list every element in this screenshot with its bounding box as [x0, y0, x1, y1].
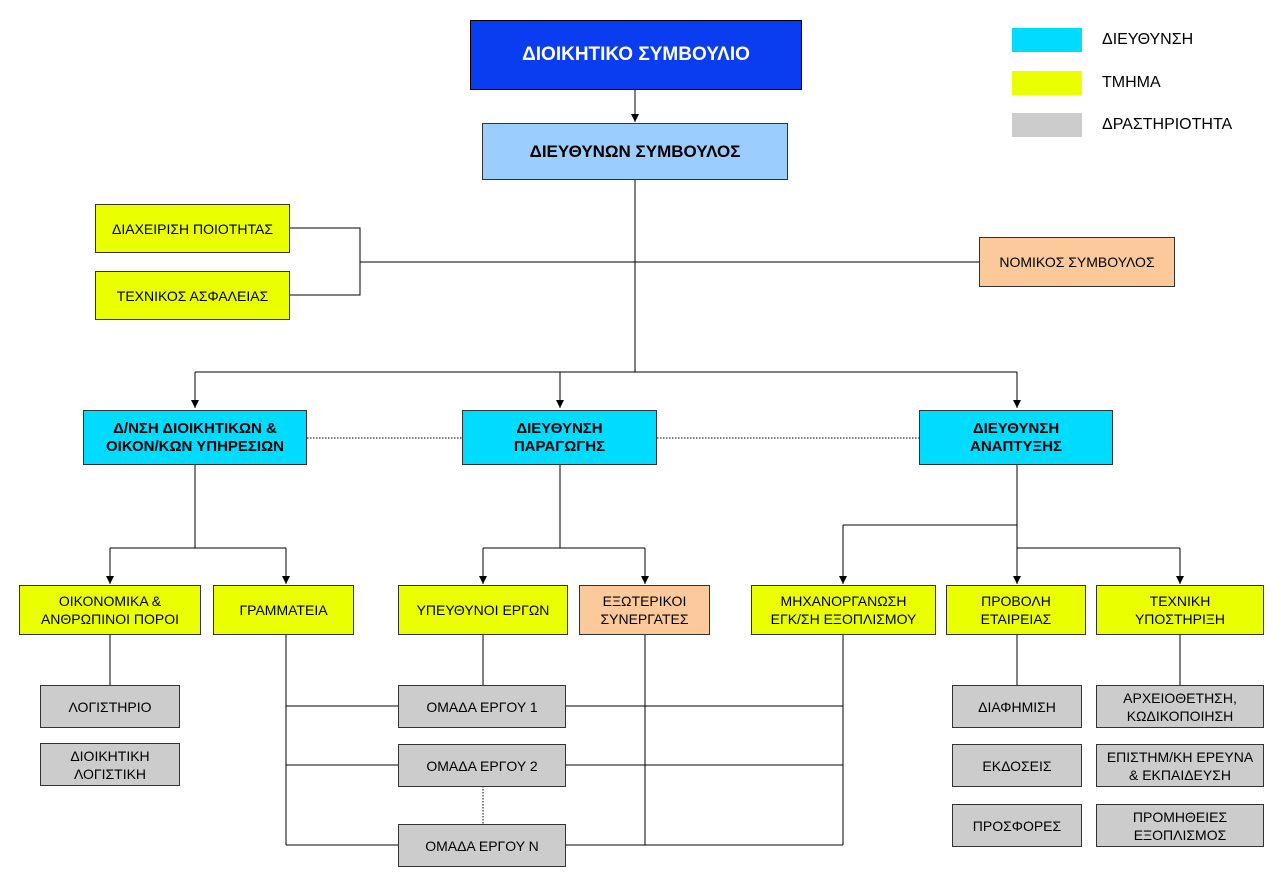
node-research: ΕΠΙΣΤΗΜ/ΚΗ ΕΡΕΥΝΑ & ΕΚΠΑΙΔΕΥΣΗ — [1096, 744, 1264, 787]
node-mechanization: ΜΗΧΑΝΟΡΓΑΝΩΣΗ ΕΓΚ/ΣΗ ΕΞΟΠΛΙΣΜΟΥ — [751, 585, 936, 635]
node-secretariat: ΓΡΑΜΜΑΤΕΙΑ — [213, 585, 354, 635]
node-team-1: ΟΜΑΔΑ ΕΡΓΟΥ 1 — [398, 685, 566, 728]
legend-label-department: ΤΜΗΜΑ — [1102, 74, 1161, 91]
legend-label-activity: ΔΡΑΣΤΗΡΙΟΤΗΤΑ — [1102, 116, 1233, 133]
legend-swatch-department — [1012, 71, 1082, 95]
node-finance: ΟΙΚΟΝΟΜΙΚΑ & ΑΝΘΡΩΠΙΝΟΙ ΠΟΡΟΙ — [19, 585, 201, 635]
node-admin-accounting: ΔΙΟΙΚΗΤΙΚΗ ΛΟΓΙΣΤΙΚΗ — [40, 743, 180, 786]
node-external-partners: ΕΞΩΤΕΡΙΚΟΙ ΣΥΝΕΡΓΑΤΕΣ — [579, 585, 710, 635]
node-project-leads: ΥΠΕΥΘΥΝΟΙ ΕΡΓΩΝ — [398, 585, 568, 635]
node-accounting: ΛΟΓΙΣΤΗΡΙΟ — [40, 685, 180, 728]
node-procurement: ΠΡΟΜΗΘΕΙΕΣ ΕΞΟΠΛΙΣΜΟΣ — [1096, 804, 1264, 847]
node-board: ΔΙΟΙΚΗΤΙΚΟ ΣΥΜΒΟΥΛΙΟ — [470, 20, 802, 90]
legend-swatch-direction — [1012, 28, 1082, 52]
node-ceo: ΔΙΕΥΘΥΝΩΝ ΣΥΜΒΟΥΛΟΣ — [482, 123, 788, 180]
node-dir-development: ΔΙΕΥΘΥΝΣΗ ΑΝΑΠΤΥΞΗΣ — [919, 410, 1113, 465]
node-offers: ΠΡΟΣΦΟΡΕΣ — [952, 804, 1082, 847]
node-safety: ΤΕΧΝΙΚΟΣ ΑΣΦΑΛΕΙΑΣ — [95, 271, 290, 320]
node-publications: ΕΚΔΟΣΕΙΣ — [952, 744, 1082, 787]
node-tech-support: ΤΕΧΝΙΚΗ ΥΠΟΣΤΗΡΙΞΗ — [1096, 585, 1264, 635]
legend-swatch-activity — [1012, 113, 1082, 137]
node-quality: ΔΙΑΧΕΙΡΙΣΗ ΠΟΙΟΤΗΤΑΣ — [95, 204, 290, 253]
node-legal: ΝΟΜΙΚΟΣ ΣΥΜΒΟΥΛΟΣ — [979, 237, 1175, 287]
link-quality-safety — [290, 227, 361, 296]
node-dir-admin: Δ/ΝΣΗ ΔΙΟΙΚΗΤΙΚΩΝ & ΟΙΚΟΝ/ΚΩΝ ΥΠΗΡΕΣΙΩΝ — [83, 410, 307, 465]
node-advertising: ΔΙΑΦΗΜΙΣΗ — [952, 685, 1082, 728]
node-team-2: ΟΜΑΔΑ ΕΡΓΟΥ 2 — [398, 744, 566, 787]
node-promotion: ΠΡΟΒΟΛΗ ΕΤΑΙΡΕΙΑΣ — [946, 585, 1086, 635]
node-archiving: ΑΡΧΕΙΟΘΕΤΗΣΗ, ΚΩΔΙΚΟΠΟΙΗΣΗ — [1096, 685, 1264, 728]
node-dir-production: ΔΙΕΥΘΥΝΣΗ ΠΑΡΑΓΩΓΗΣ — [462, 410, 657, 465]
legend-label-direction: ΔΙΕΥΘΥΝΣΗ — [1102, 31, 1194, 48]
node-team-n: ΟΜΑΔΑ ΕΡΓΟΥ Ν — [398, 824, 566, 867]
